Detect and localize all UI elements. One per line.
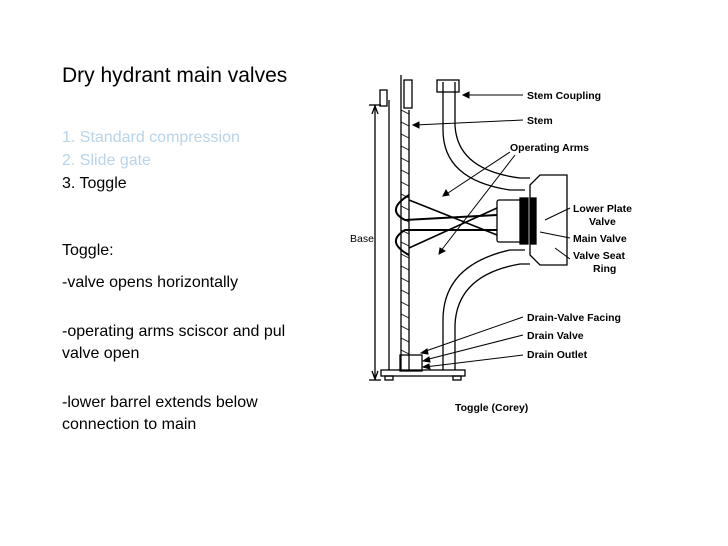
drain-valve-label: Drain Valve	[527, 330, 584, 342]
list-item-standard-compression: 1. Standard compression	[62, 129, 240, 146]
toggle-valve-diagram: Base Stem Coupling Stem Operating Arms L…	[350, 75, 632, 414]
base-label: Base	[350, 233, 374, 245]
notes-heading: Toggle:	[62, 242, 114, 259]
list-item-slide-gate: 2. Slide gate	[62, 152, 151, 169]
note-barrel-line2: connection to main	[62, 416, 197, 433]
drain-outlet-label: Drain Outlet	[527, 349, 588, 361]
main-valve-label: Main Valve	[573, 233, 627, 245]
note-barrel-line1: -lower barrel extends below	[62, 394, 258, 411]
note-arms-line1: -operating arms sciscor and pul	[62, 323, 286, 340]
valve-seat-label-2: Ring	[593, 263, 616, 275]
note-opens-horizontally: -valve opens horizontally	[62, 274, 239, 291]
stem-coupling-label: Stem Coupling	[527, 90, 601, 102]
operating-arms-label: Operating Arms	[510, 142, 589, 154]
note-arms-line2: valve open	[62, 345, 140, 362]
drain-valve-facing-label: Drain-Valve Facing	[527, 312, 621, 324]
valve-type-list: 1. Standard compression 2. Slide gate 3.…	[62, 126, 352, 195]
slide-title: Dry hydrant main valves	[62, 64, 288, 87]
diagram-caption: Toggle (Corey)	[455, 402, 528, 414]
toggle-notes: Toggle: -valve opens horizontally -opera…	[62, 240, 352, 436]
stem-label: Stem	[527, 115, 553, 127]
lower-plate-label-1: Lower Plate	[573, 203, 632, 215]
list-item-toggle: 3. Toggle	[62, 175, 127, 192]
lower-plate-label-2: Valve	[589, 216, 616, 228]
stem-coupling	[403, 79, 413, 109]
valve-seat-label-1: Valve Seat	[573, 250, 625, 262]
